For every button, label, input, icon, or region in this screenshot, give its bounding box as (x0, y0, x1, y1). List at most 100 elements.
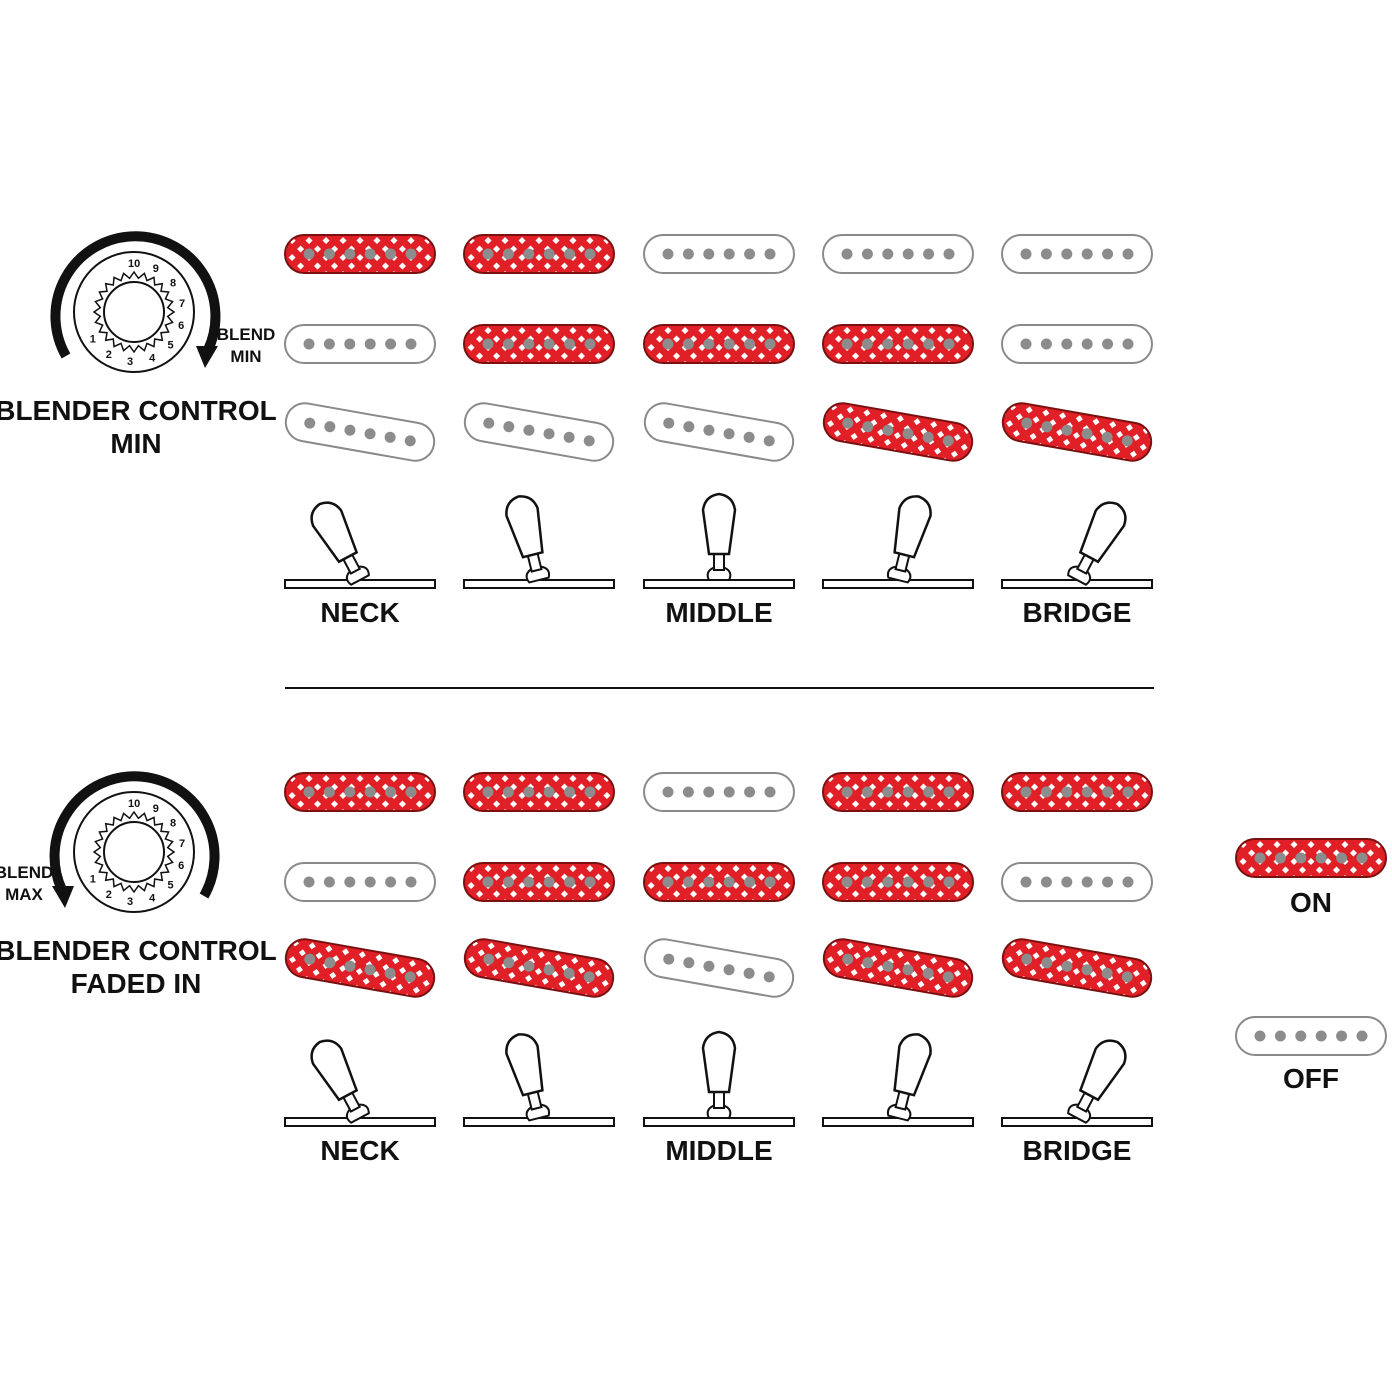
pole-piece (584, 248, 596, 260)
pole-piece (563, 967, 575, 979)
pole-piece (862, 957, 874, 969)
pickup-on (463, 938, 615, 998)
pole-piece (364, 964, 376, 976)
pole-piece (502, 338, 514, 350)
pole-piece (323, 338, 335, 350)
pole-piece (1121, 971, 1133, 983)
pole-piece (703, 960, 715, 972)
pole-piece (1121, 435, 1133, 447)
dial-number: 10 (128, 258, 140, 270)
switch-lever (1067, 501, 1127, 586)
pole-piece (882, 960, 894, 972)
pole-piece (682, 338, 694, 350)
middle-pickup (1001, 324, 1153, 364)
middle-pickup (643, 862, 795, 902)
pickup-on (822, 938, 974, 998)
pickup-on (284, 938, 436, 998)
pickup-off (284, 402, 436, 462)
arrow-down-right-icon (196, 346, 218, 368)
dial-number: 5 (167, 880, 173, 892)
pole-piece (543, 876, 555, 888)
pole-piece (743, 431, 755, 443)
pole-piece (385, 786, 397, 798)
switch-plate (284, 579, 436, 589)
pole-piece (364, 876, 376, 888)
pole-piece (502, 248, 514, 260)
pole-piece (1041, 957, 1053, 969)
switch-plate (1001, 1117, 1153, 1127)
dial-number: 7 (179, 838, 185, 850)
pole-piece (405, 786, 417, 798)
pole-piece (723, 248, 735, 260)
pole-piece (1315, 852, 1327, 864)
bridge-pickup (1001, 938, 1153, 998)
pickup-on (463, 862, 615, 902)
pole-piece (364, 428, 376, 440)
position-label: NECK (320, 1135, 399, 1166)
pole-piece (344, 424, 356, 436)
switch-position-column: MIDDLE (643, 772, 795, 1166)
pole-piece (764, 338, 776, 350)
dial-number: 9 (153, 803, 159, 815)
pole-piece (405, 248, 417, 260)
pole-piece (842, 417, 854, 429)
selector-switch (822, 495, 974, 589)
pole-piece (584, 786, 596, 798)
pole-piece (1020, 786, 1032, 798)
pole-piece (682, 876, 694, 888)
neck-pickup (822, 772, 974, 812)
pole-piece (1081, 248, 1093, 260)
pole-piece (404, 435, 416, 447)
pole-piece (662, 876, 674, 888)
pole-piece (923, 786, 935, 798)
switch-lever (310, 1039, 370, 1124)
pole-piece (482, 338, 494, 350)
selector-switch (463, 495, 615, 589)
pole-piece (882, 424, 894, 436)
pole-piece (943, 876, 955, 888)
rotation-arrow-arc (50, 231, 221, 359)
knob-title-line-1: BLENDER CONTROL (0, 395, 277, 426)
pole-piece (405, 338, 417, 350)
dial-number: 6 (178, 320, 184, 332)
pole-piece (482, 786, 494, 798)
pole-piece (902, 338, 914, 350)
switch-lever (310, 501, 370, 586)
pole-piece (564, 248, 576, 260)
bridge-pickup (463, 938, 615, 998)
pole-piece (543, 248, 555, 260)
switch-lever (701, 492, 737, 581)
switch-lever (886, 1033, 932, 1122)
rotation-arrow-arc (49, 771, 220, 899)
pole-piece (1061, 876, 1073, 888)
legend-off-pickup (1235, 1016, 1387, 1056)
pole-piece (703, 424, 715, 436)
legend-on-label: ON (1290, 887, 1332, 918)
pole-piece (1081, 964, 1093, 976)
neck-pickup (643, 772, 795, 812)
pole-piece (923, 876, 935, 888)
pole-piece (923, 338, 935, 350)
bridge-pickup (643, 402, 795, 462)
dial-number: 6 (178, 860, 184, 872)
bridge-pickup (284, 938, 436, 998)
switch-position-column: NECK (284, 772, 436, 1166)
switch-plate (463, 579, 615, 589)
dial-number: 9 (153, 263, 159, 275)
pickup-off (463, 402, 615, 462)
pole-piece (942, 971, 954, 983)
pole-piece (942, 435, 954, 447)
pole-piece (563, 431, 575, 443)
legend-on-pickup-shape (1235, 838, 1387, 878)
pole-piece (922, 431, 934, 443)
legend-off-label: OFF (1283, 1063, 1339, 1094)
pole-piece (323, 248, 335, 260)
pole-piece (1021, 417, 1033, 429)
pole-piece (923, 248, 935, 260)
pole-piece (662, 248, 674, 260)
pole-piece (1061, 424, 1073, 436)
